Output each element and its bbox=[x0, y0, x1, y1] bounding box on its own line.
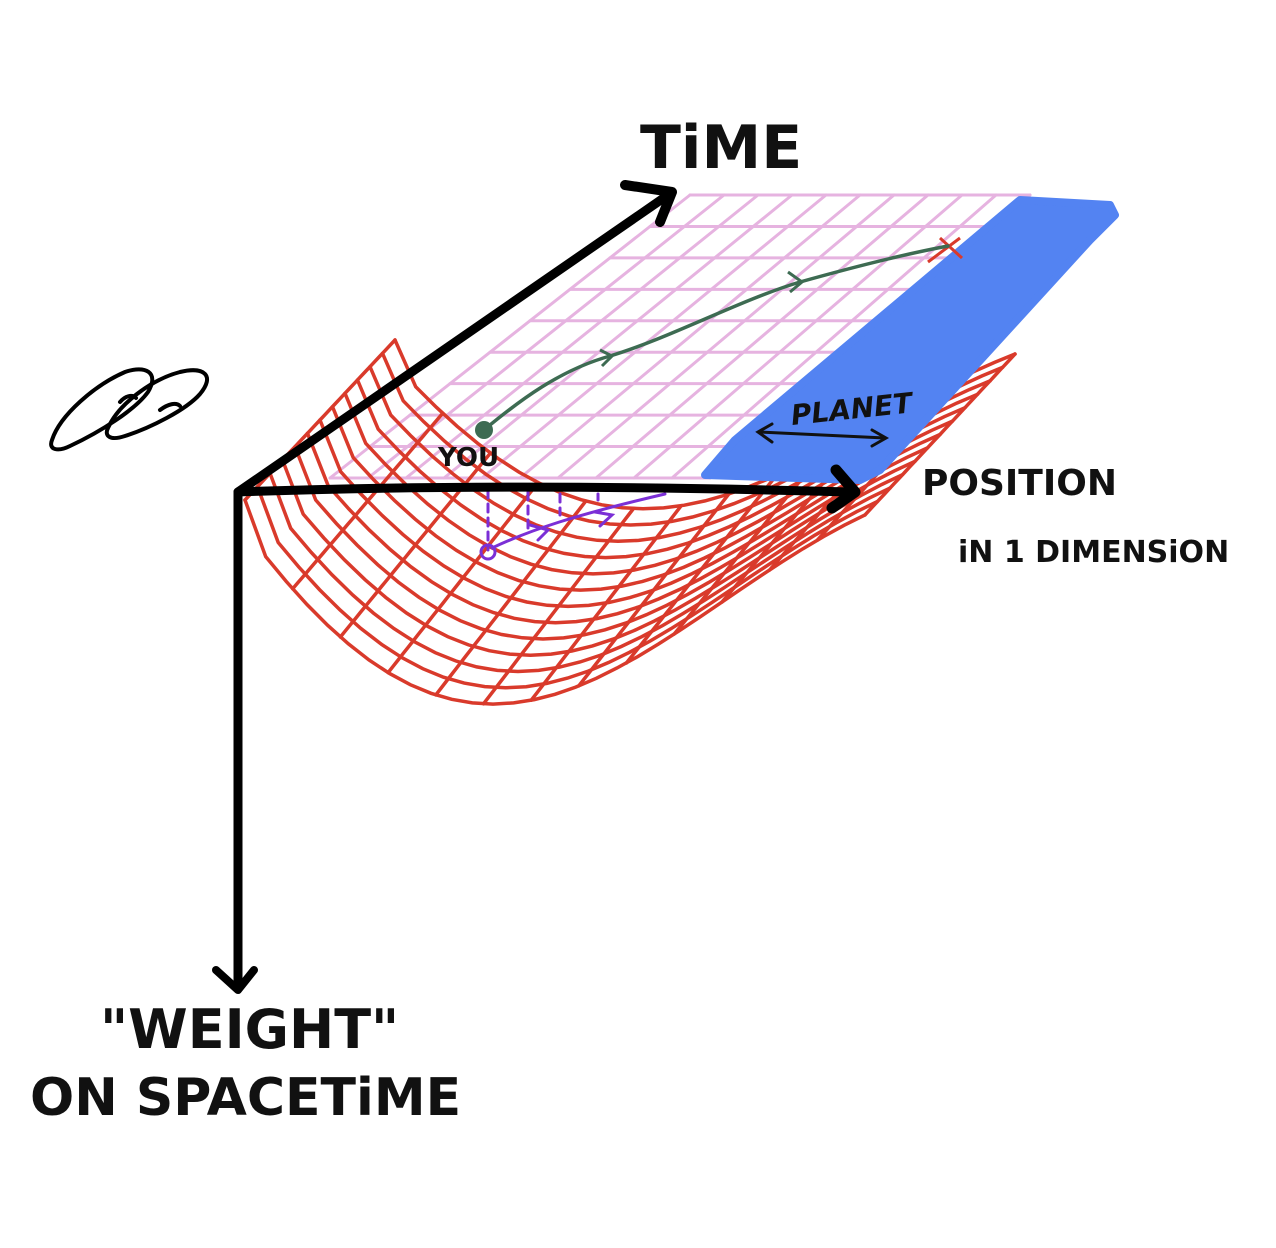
time-arrowhead bbox=[620, 180, 677, 227]
curved-grid-line bbox=[529, 503, 683, 702]
curved-grid-line bbox=[577, 492, 731, 688]
flat-grid-line bbox=[480, 193, 828, 480]
curved-grid-line bbox=[255, 484, 880, 690]
footprints-icon bbox=[49, 367, 209, 452]
weight-axis-label-line2: ON SPACETiME bbox=[30, 1068, 461, 1128]
worldline-end-cross bbox=[927, 236, 964, 264]
position-axis bbox=[233, 482, 855, 497]
curved-grid-line bbox=[863, 352, 1017, 517]
flat-grid-line bbox=[328, 193, 692, 480]
curved-grid-line bbox=[243, 498, 867, 706]
curved-grid-line bbox=[624, 473, 779, 665]
you-label: YOU bbox=[437, 443, 499, 473]
weight-arrowhead bbox=[212, 966, 258, 994]
curved-grid-line bbox=[434, 499, 588, 697]
flat-grid-line bbox=[518, 193, 862, 480]
position-arrowhead bbox=[826, 464, 861, 514]
curved-grid-line bbox=[305, 431, 930, 625]
time-axis bbox=[233, 190, 673, 497]
flat-grid-line bbox=[670, 193, 998, 480]
worldline bbox=[482, 244, 950, 432]
planet-band bbox=[701, 196, 1119, 484]
time-axis-label: TiME bbox=[640, 113, 802, 183]
weight-axis-label-line1: "WEIGHT" bbox=[100, 998, 399, 1061]
axes bbox=[212, 180, 861, 994]
curved-grid-line bbox=[268, 471, 892, 674]
planet-width-arrow bbox=[755, 422, 890, 448]
projected-start-marker bbox=[479, 543, 497, 561]
curved-grid-line bbox=[293, 444, 917, 641]
flat-grid-line bbox=[632, 193, 964, 480]
position-axis-label-line2: iN 1 DIMENSiON bbox=[958, 535, 1229, 570]
position-axis-label-line1: POSITION bbox=[922, 463, 1117, 504]
curved-grid-line bbox=[280, 458, 905, 657]
flat-grid-line bbox=[442, 193, 794, 480]
flat-grid-line bbox=[594, 193, 930, 480]
flat-grid-line bbox=[556, 193, 896, 480]
curved-grid-line bbox=[386, 480, 540, 675]
curved-grid-line bbox=[338, 451, 493, 639]
curved-grid-line bbox=[481, 506, 636, 706]
you-marker bbox=[475, 421, 493, 439]
projected-path bbox=[486, 488, 667, 552]
curved-grid-line bbox=[290, 411, 445, 591]
